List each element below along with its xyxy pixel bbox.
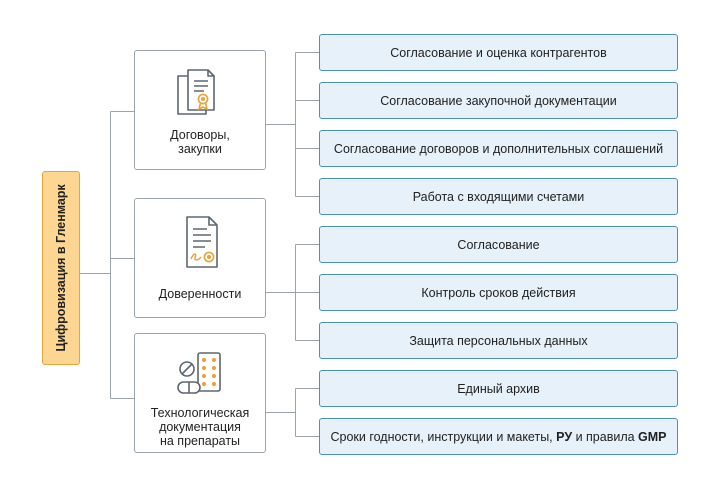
root-node: Цифровизация в Гленмарк xyxy=(42,171,80,365)
category-tech-docs[interactable]: Технологическая документация на препарат… xyxy=(134,333,266,453)
leaf-item[interactable]: Сроки годности, инструкции и макеты, РУ … xyxy=(319,418,678,455)
leaf-item[interactable]: Согласование xyxy=(319,226,678,263)
signed-certificate-icon xyxy=(186,216,218,268)
category-label: Технологическая документация на препарат… xyxy=(150,406,250,448)
leaf-item[interactable]: Согласование закупочной документации xyxy=(319,82,678,119)
leaf-item[interactable]: Контроль сроков действия xyxy=(319,274,678,311)
category-contracts[interactable]: Договоры, закупки xyxy=(134,50,266,170)
category-label: Договоры, закупки xyxy=(170,128,230,156)
leaf-item[interactable]: Работа с входящими счетами xyxy=(319,178,678,215)
root-label: Цифровизация в Гленмарк xyxy=(54,184,68,352)
contract-documents-icon xyxy=(177,69,215,115)
category-power-of-attorney[interactable]: Доверенности xyxy=(134,198,266,318)
category-label: Доверенности xyxy=(158,287,242,301)
leaf-item[interactable]: Согласование договоров и дополнительных … xyxy=(319,130,678,167)
pills-blister-icon xyxy=(177,352,221,394)
leaf-item[interactable]: Согласование и оценка контрагентов xyxy=(319,34,678,71)
leaf-item[interactable]: Единый архив xyxy=(319,370,678,407)
leaf-item[interactable]: Защита персональных данных xyxy=(319,322,678,359)
